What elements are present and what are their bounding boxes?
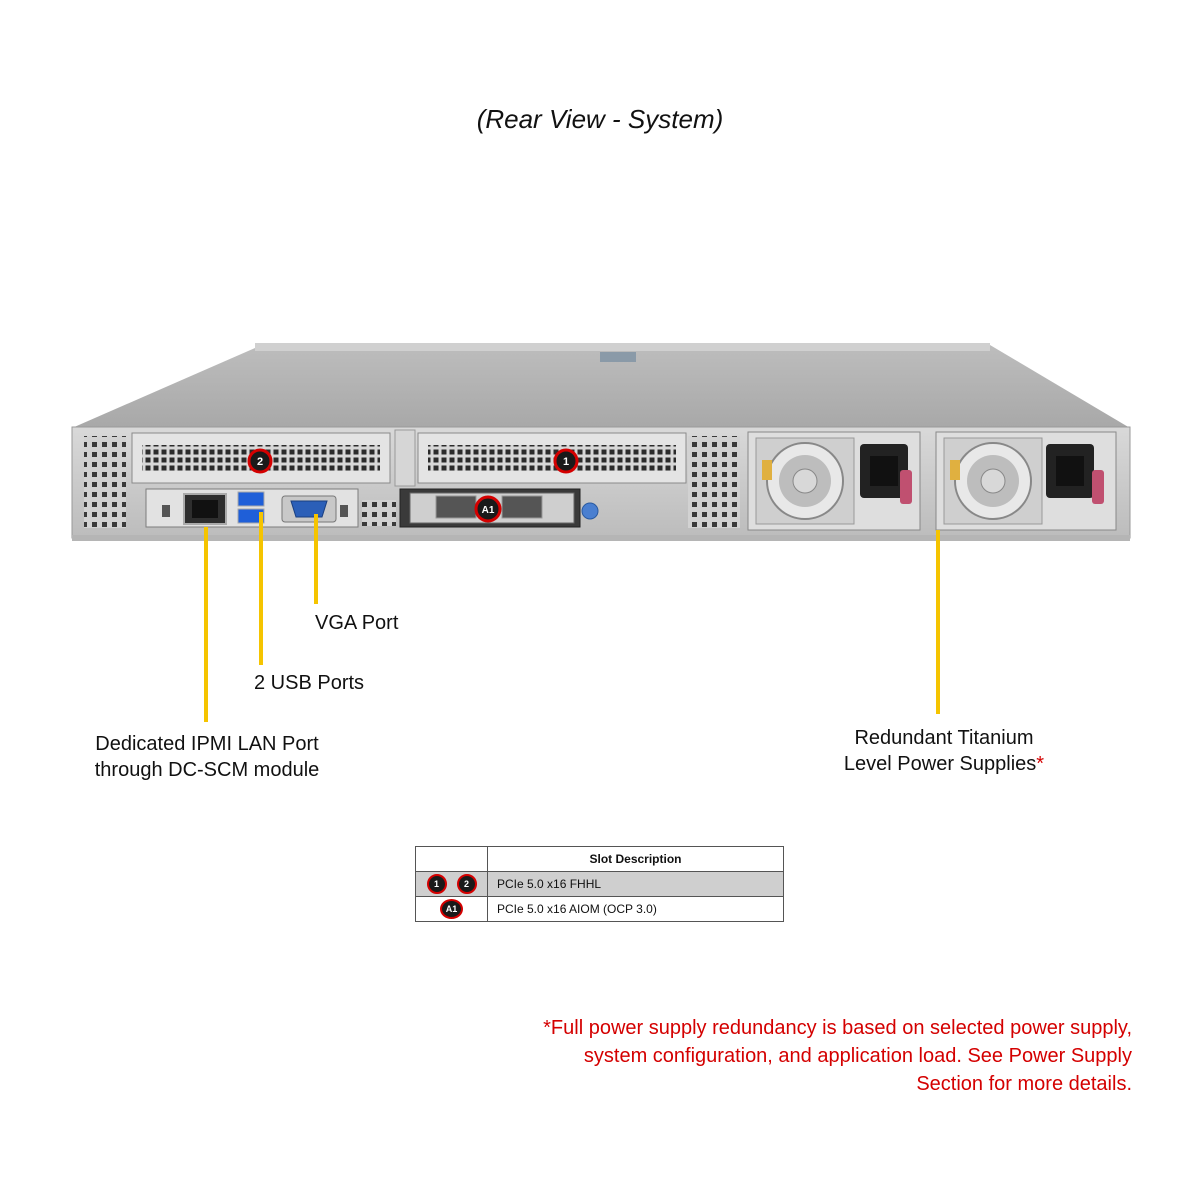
power-supplies-asterisk: * — [1036, 753, 1045, 775]
scm-side-vent — [362, 500, 396, 526]
power-supplies-label-line2: Level Power Supplies* — [824, 751, 1064, 777]
vga-port — [281, 495, 337, 523]
slot-1-badge-text: 1 — [563, 456, 569, 468]
footnote-line2: system configuration, and application lo… — [583, 1045, 1132, 1067]
footnote-line1: *Full power supply redundancy is based o… — [543, 1017, 1132, 1039]
slot-divider — [394, 429, 416, 487]
table-row-ids: A1 — [415, 896, 488, 922]
slot-2-badge: 2 — [247, 448, 273, 474]
power-supplies-label-line2-text: Level Power Supplies — [843, 753, 1037, 775]
usb-ports — [237, 491, 265, 524]
table-row-description: PCIe 5.0 x16 FHHL — [487, 871, 784, 897]
table-row-description: PCIe 5.0 x16 AIOM (OCP 3.0) — [487, 896, 784, 922]
ipmi-lan-label: Dedicated IPMI LAN Port through DC-SCM m… — [82, 731, 332, 783]
power-supplies-label: Redundant Titanium Level Power Supplies* — [824, 725, 1064, 777]
center-vent — [688, 436, 740, 528]
ipmi-lan-label-line2: through DC-SCM module — [94, 759, 320, 781]
slot-1-badge: 1 — [553, 448, 579, 474]
footnote-line3: Section for more details. — [916, 1073, 1132, 1095]
chassis-lid — [72, 343, 1130, 428]
power-supplies-label-line1: Redundant Titanium — [854, 727, 1034, 749]
aiom-id-badge: A1 — [440, 899, 463, 919]
table-row: A1 PCIe 5.0 x16 AIOM (OCP 3.0) — [415, 896, 784, 922]
page-title: (Rear View - System) — [476, 104, 724, 134]
power-supply-2 — [935, 431, 1117, 531]
table-header-description: Slot Description — [487, 846, 784, 872]
slot-1-id-badge: 1 — [426, 874, 447, 894]
power-supply-1 — [747, 431, 921, 531]
table-header-row: Slot Description — [415, 846, 784, 872]
pcie-slot-1 — [417, 432, 687, 484]
slot-2-badge-text: 2 — [257, 456, 263, 468]
aiom-badge: A1 — [474, 495, 502, 523]
left-vent — [84, 436, 126, 528]
aiom-badge-text: A1 — [482, 505, 495, 516]
ipmi-lan-port — [183, 493, 227, 525]
vga-port-label: VGA Port — [315, 612, 399, 634]
ipmi-lan-label-line1: Dedicated IPMI LAN Port — [95, 733, 319, 755]
slot-2-id-badge: 2 — [456, 874, 477, 894]
table-header-ids — [415, 846, 488, 872]
usb-ports-label: 2 USB Ports — [254, 672, 365, 694]
power-redundancy-footnote: *Full power supply redundancy is based o… — [543, 1014, 1132, 1098]
